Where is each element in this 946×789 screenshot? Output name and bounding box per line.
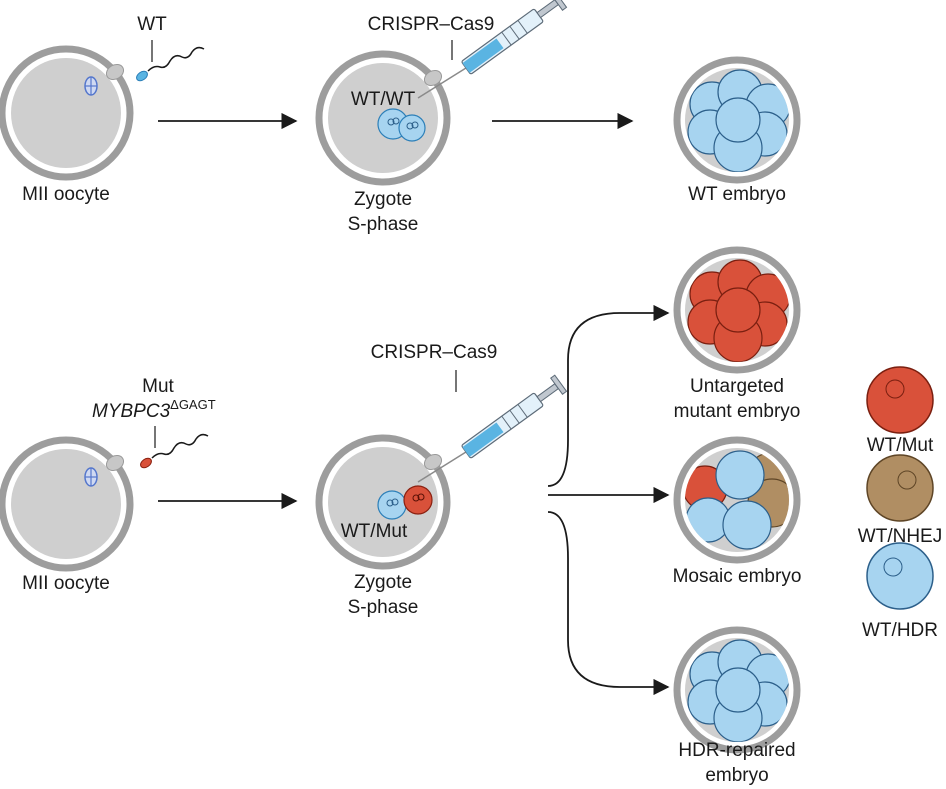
- sperm-mut-icon: [140, 426, 209, 469]
- zygote-genotype-row2: WT/Mut: [341, 521, 408, 542]
- embryo-wt: [673, 56, 801, 184]
- legend-swatch: [866, 542, 934, 610]
- syringe-icon: [417, 0, 568, 99]
- legend-item-wt-hdr: WT/HDR: [862, 542, 938, 641]
- outcome-label-mosaic: Mosaic embryo: [673, 566, 802, 587]
- legend-swatch: [866, 366, 934, 434]
- legend-label: WT/NHEJ: [858, 526, 942, 547]
- oocyte-label-row1: MII oocyte: [22, 184, 110, 205]
- embryo-label-wt: WT embryo: [688, 184, 786, 205]
- legend-label: WT/Mut: [867, 435, 934, 456]
- outcome-label-untargeted-line2: mutant embryo: [674, 401, 801, 422]
- cas9-label-row1: CRISPR–Cas9: [368, 14, 495, 35]
- legend: WT/Mut WT/NHEJ WT/HDR: [858, 366, 942, 641]
- zygote-label-row2-line1: Zygote: [354, 572, 412, 593]
- oocyte-row1: [0, 45, 134, 181]
- embryo-mosaic: [673, 436, 801, 564]
- sperm-label-mut: Mut: [142, 376, 174, 397]
- outcome-label-hdr-line2: embryo: [705, 765, 768, 786]
- spindle-icon: [84, 76, 98, 96]
- spindle-icon: [84, 467, 98, 487]
- zygote-label-row1-line1: Zygote: [354, 189, 412, 210]
- zygote-genotype-row1: WT/WT: [351, 89, 416, 110]
- oocyte-row2: [0, 436, 134, 572]
- cas9-label-row2: CRISPR–Cas9: [371, 342, 498, 363]
- arrow-untargeted: [547, 304, 670, 487]
- sperm-wt-icon: [136, 40, 205, 82]
- arrow-hdr: [547, 511, 670, 696]
- sperm-label-wt: WT: [137, 14, 167, 35]
- legend-swatch: [866, 454, 934, 522]
- legend-item-wt-mut: WT/Mut: [866, 366, 934, 456]
- embryo-hdr: [673, 626, 801, 754]
- oocyte-label-row2: MII oocyte: [22, 573, 110, 594]
- zygote-row1: [315, 50, 451, 186]
- embryo-untargeted: [673, 246, 801, 374]
- gene-label: MYBPC3ΔGAGT: [92, 397, 216, 422]
- branch-arrows: [547, 304, 670, 696]
- zygote-label-row2-line2: S-phase: [348, 597, 419, 618]
- zygote-row2: [315, 434, 451, 570]
- legend-item-wt-nhej: WT/NHEJ: [858, 454, 942, 547]
- zygote-label-row1-line2: S-phase: [348, 214, 419, 235]
- gene-superscript: ΔGAGT: [170, 397, 216, 412]
- gene-name: MYBPC3: [92, 401, 171, 422]
- legend-label: WT/HDR: [862, 620, 938, 641]
- outcome-label-hdr-line1: HDR-repaired: [678, 740, 795, 761]
- syringe-icon: [417, 374, 568, 483]
- outcome-label-untargeted-line1: Untargeted: [690, 376, 784, 397]
